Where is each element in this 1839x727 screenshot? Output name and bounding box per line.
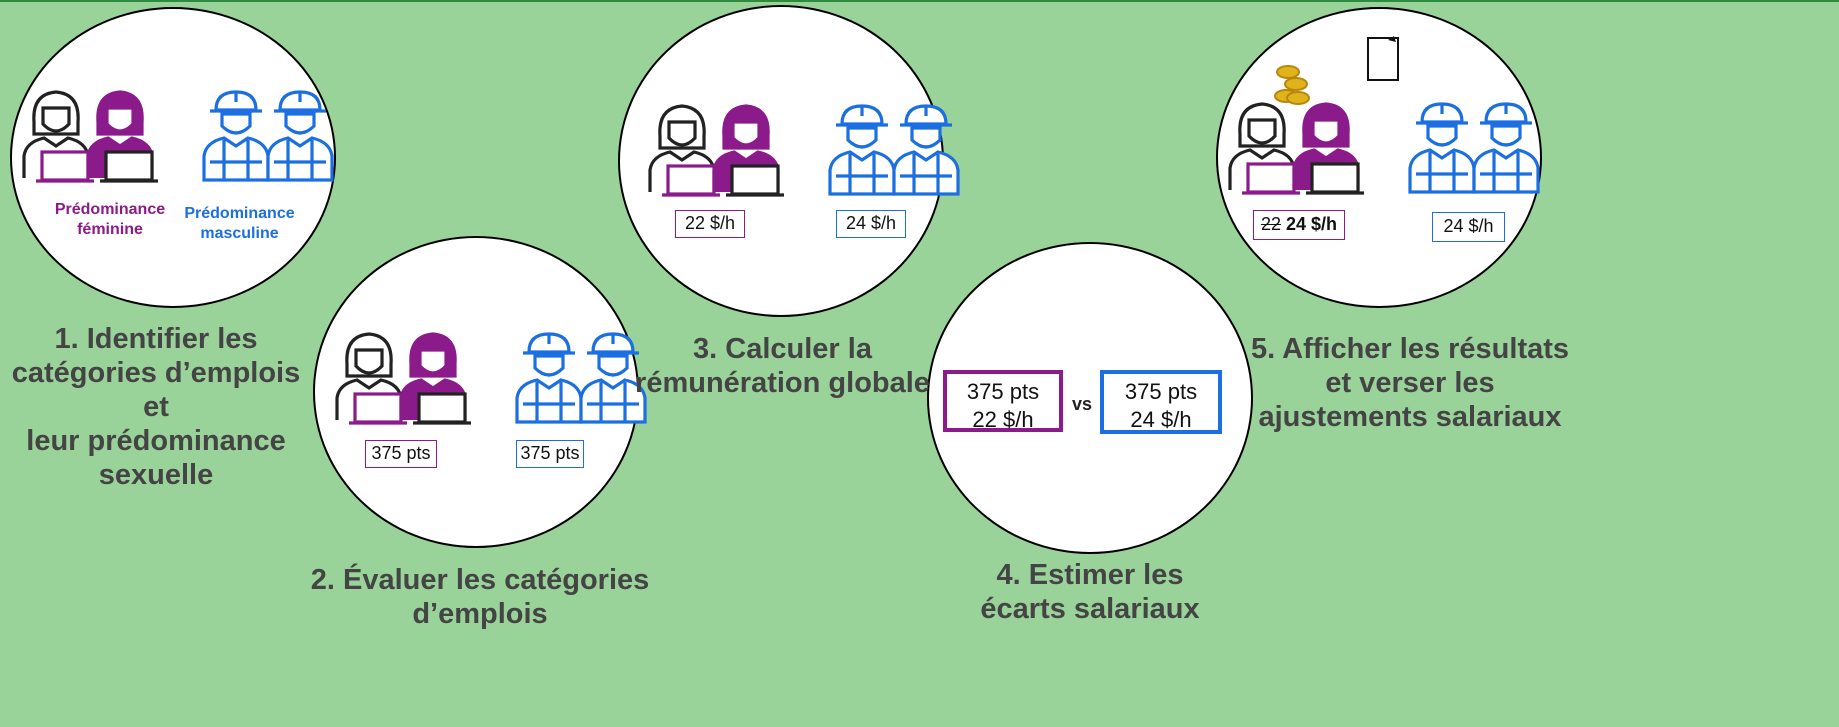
office-worker-woman-purple-icon-3 bbox=[712, 104, 784, 197]
step5-label: 5. Afficher les résultats et verser les … bbox=[1250, 333, 1570, 433]
construction-worker-woman-icon-5 bbox=[1408, 102, 1476, 194]
office-worker-woman-icon-3 bbox=[648, 104, 720, 197]
step3-female-wage: 22 $/h bbox=[675, 210, 745, 238]
step2-male-points: 375 pts bbox=[516, 440, 584, 468]
male-predominance-label: Prédominance masculine bbox=[184, 205, 295, 242]
office-worker-woman-icon-2 bbox=[335, 332, 407, 425]
construction-worker-woman-icon-1 bbox=[202, 90, 270, 182]
step4-label: 4. Estimer les écarts salariaux bbox=[980, 559, 1200, 625]
office-worker-woman-purple-icon-2 bbox=[399, 332, 471, 425]
versus-label: vs bbox=[1072, 394, 1093, 414]
office-worker-woman-icon-1 bbox=[22, 90, 94, 183]
construction-worker-man-icon-5 bbox=[1472, 102, 1540, 194]
step5-male-wage: 24 $/h bbox=[1432, 212, 1505, 242]
construction-worker-man-icon-3 bbox=[892, 104, 960, 196]
step1-label: 1. Identifier les catégories d’emplois e… bbox=[11, 323, 301, 491]
step4-male-box: 375 pts 24 $/h bbox=[1100, 370, 1222, 434]
step2-female-points: 375 pts bbox=[365, 440, 437, 468]
construction-worker-woman-icon-2 bbox=[515, 332, 583, 424]
old-wage: 22 bbox=[1260, 214, 1281, 234]
step3-male-wage: 24 $/h bbox=[836, 210, 906, 238]
step5-female-wage: 22 24 $/h bbox=[1253, 210, 1345, 240]
construction-worker-woman-icon-3 bbox=[828, 104, 896, 196]
step2-label: 2. Évaluer les catégories d’emplois bbox=[310, 564, 650, 630]
top-border bbox=[0, 0, 1839, 2]
office-worker-woman-icon-5 bbox=[1228, 102, 1300, 195]
female-predominance-label: Prédominance féminine bbox=[54, 201, 166, 238]
step3-label: 3. Calculer la rémunération globale bbox=[635, 333, 930, 399]
posted-notice-icon bbox=[1367, 36, 1399, 81]
office-worker-woman-purple-icon-5 bbox=[1292, 102, 1364, 195]
construction-worker-man-icon-2 bbox=[579, 332, 647, 424]
office-worker-woman-purple-icon-1 bbox=[86, 90, 158, 183]
step4-female-box: 375 pts 22 $/h bbox=[943, 370, 1063, 432]
coins-icon bbox=[1274, 65, 1310, 105]
construction-worker-man-icon-1 bbox=[266, 90, 334, 182]
new-wage: 24 $/h bbox=[1286, 214, 1338, 234]
